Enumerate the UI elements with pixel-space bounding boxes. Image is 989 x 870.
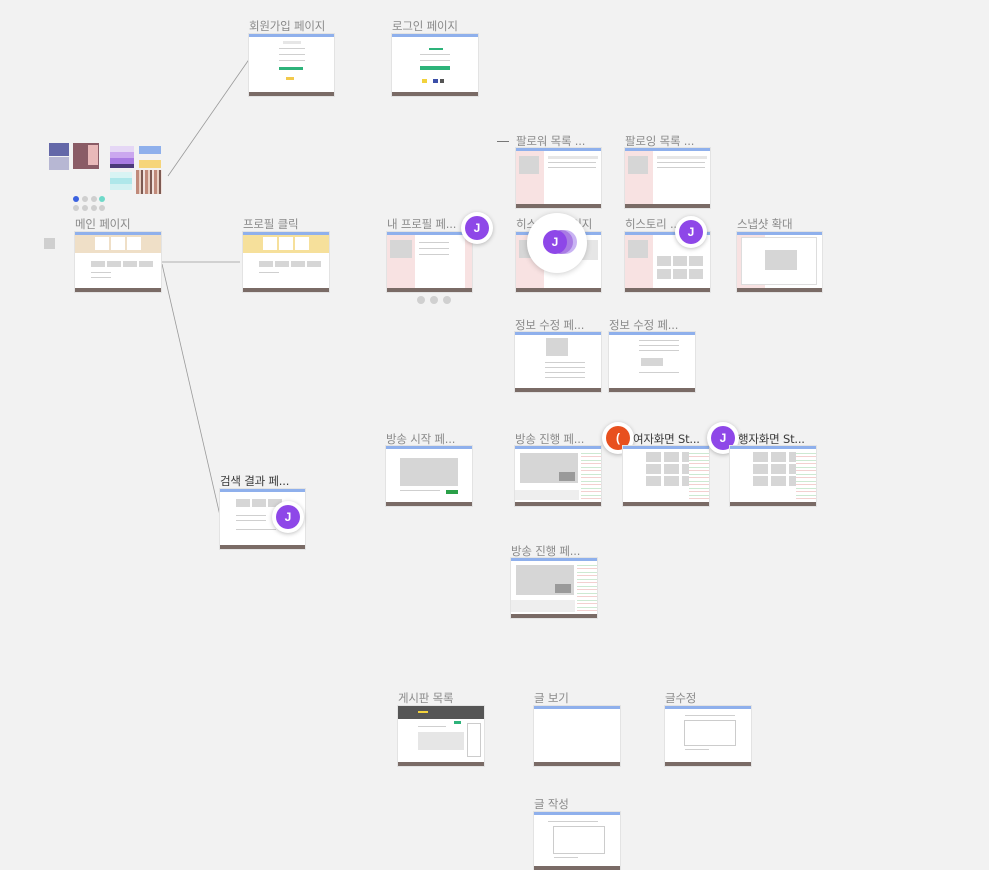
frame-broadcast-start[interactable]	[386, 446, 472, 506]
frame-label-post-view: 글 보기	[534, 691, 569, 705]
frame-board-list[interactable]	[398, 706, 484, 766]
frame-label-male-screen: 행자화면 St...	[738, 432, 805, 446]
frame-broadcast-live-1[interactable]	[515, 446, 601, 506]
frame-label-search-result: 검색 결과 페...	[220, 474, 290, 488]
frame-label-edit-info-2: 정보 수정 페...	[609, 318, 679, 332]
frame-label-history-2: 히스토리 ...	[625, 217, 681, 231]
collaborator-avatar-icon[interactable]: J	[675, 216, 707, 248]
small-gray-block	[44, 238, 55, 249]
reaction-icon[interactable]	[430, 296, 438, 304]
frame-main[interactable]	[75, 232, 161, 292]
frame-label-female-screen: 여자화면 St...	[633, 432, 700, 446]
frame-label-main: 메인 페이지	[75, 217, 131, 231]
frame-signup[interactable]	[249, 34, 334, 96]
frame-post-view[interactable]	[534, 706, 620, 766]
frame-label-profile-click: 프로필 클릭	[243, 217, 299, 231]
frame-following-list[interactable]	[625, 148, 710, 208]
frame-label-my-profile: 내 프로필 페...	[387, 217, 457, 231]
frame-label-post-write: 글 작성	[534, 797, 569, 811]
frame-follower-list[interactable]	[516, 148, 601, 208]
frame-label-broadcast-live-2: 방송 진행 페...	[511, 544, 581, 558]
frame-label-login: 로그인 페이지	[392, 19, 458, 33]
cursor-avatar-stack[interactable]: J	[543, 230, 577, 256]
frame-male-screen[interactable]	[730, 446, 816, 506]
frame-label-follower-list: 팔로워 목록 ...	[516, 134, 586, 148]
collaborator-avatar-icon[interactable]: J	[272, 501, 304, 533]
tiny-text-mark	[497, 141, 509, 142]
collaborator-avatar-icon[interactable]: (	[602, 422, 634, 454]
frame-edit-info-2[interactable]	[609, 332, 695, 392]
frame-label-snapshot: 스냅샷 확대	[737, 217, 793, 231]
frame-profile-click[interactable]	[243, 232, 329, 292]
frame-post-edit[interactable]	[665, 706, 751, 766]
frame-female-screen[interactable]	[623, 446, 709, 506]
frame-label-broadcast-live-1: 방송 진행 페...	[515, 432, 585, 446]
frame-snapshot[interactable]	[737, 232, 822, 292]
frame-label-post-edit: 글수정	[665, 691, 697, 705]
frame-label-edit-info-1: 정보 수정 페...	[515, 318, 585, 332]
frame-broadcast-live-2[interactable]	[511, 558, 597, 618]
frame-label-board-list: 게시판 목록	[398, 691, 454, 705]
frame-label-following-list: 팔로잉 목록 ...	[625, 134, 695, 148]
reaction-icon[interactable]	[417, 296, 425, 304]
reaction-icon[interactable]	[443, 296, 451, 304]
frame-post-write[interactable]	[534, 812, 620, 870]
collaborator-avatar-icon[interactable]: J	[461, 212, 493, 244]
frame-edit-info-1[interactable]	[515, 332, 601, 392]
frame-label-broadcast-start: 방송 시작 페...	[386, 432, 456, 446]
frame-my-profile[interactable]	[387, 232, 472, 292]
frame-login[interactable]	[392, 34, 478, 96]
frame-label-signup: 회원가입 페이지	[249, 19, 326, 33]
